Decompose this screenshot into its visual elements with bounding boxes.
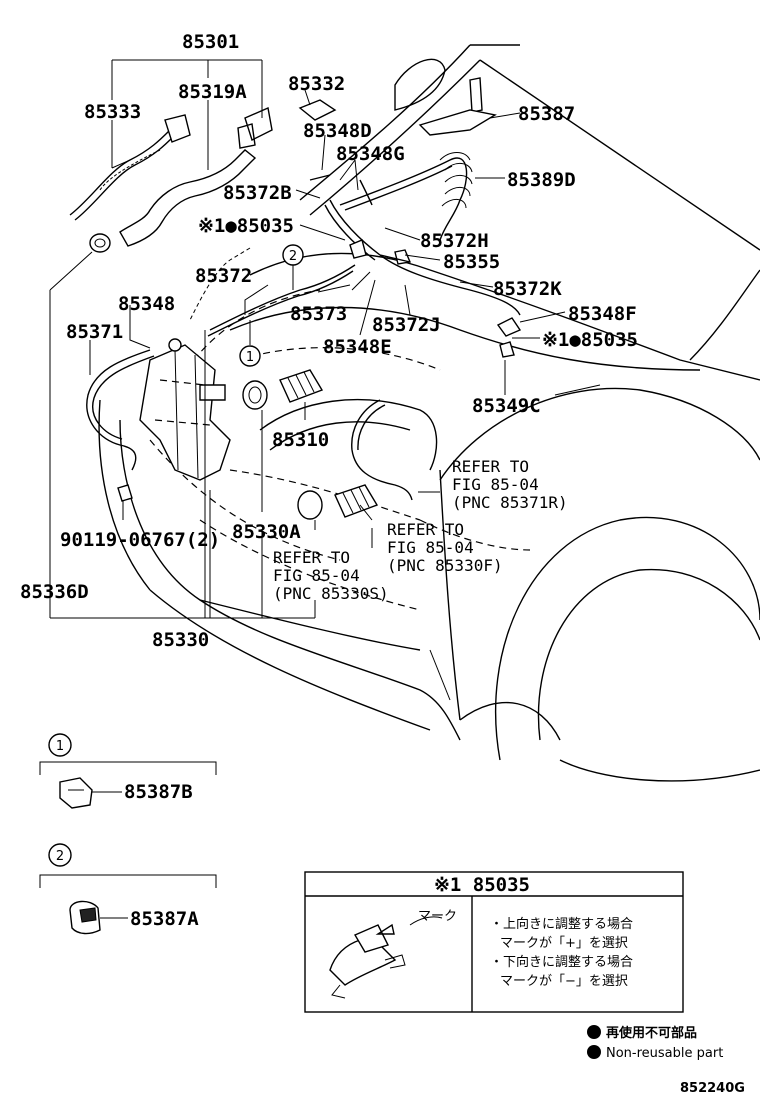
gasket-85332 [298, 99, 337, 121]
label-85372J: 85372J [372, 314, 441, 336]
label-90119-06767: 90119-06767(2) [60, 529, 220, 551]
label-85372K: 85372K [493, 278, 562, 300]
label-85348G: 85348G [336, 143, 405, 165]
svg-text:FIG 85-04: FIG 85-04 [452, 475, 539, 494]
leader-lines [49, 59, 601, 619]
label-85372B: 85372B [223, 182, 292, 204]
label-85372: 85372 [195, 265, 252, 287]
svg-text:FIG 85-04: FIG 85-04 [273, 566, 360, 585]
hose-85371R [351, 399, 413, 501]
label-85319A: 85319A [178, 81, 247, 103]
car-body-outline [98, 44, 760, 782]
hose-85371 [86, 349, 155, 471]
svg-text:REFER TO: REFER TO [452, 457, 529, 476]
label-85349C: 85349C [472, 395, 541, 417]
inset-header: ※1 85035 [434, 874, 530, 896]
svg-text:(PNC 85330F): (PNC 85330F) [387, 556, 503, 575]
label-85371: 85371 [66, 321, 123, 343]
legend-jp: 再使用不可部品 [606, 1025, 697, 1041]
svg-text:1: 1 [246, 350, 254, 365]
svg-text:2: 2 [56, 849, 64, 864]
label-85310: 85310 [272, 429, 329, 451]
reference-note-85371R: REFER TO FIG 85-04 (PNC 85371R) [452, 457, 568, 512]
label-85348F: 85348F [568, 303, 637, 325]
detail-1-85387B: 1 85387B [39, 733, 217, 809]
hose-85319A [119, 107, 273, 247]
label-85330A: 85330A [232, 521, 301, 543]
label-85035-upper: ※1●85035 [198, 215, 294, 237]
label-85387: 85387 [518, 103, 575, 125]
label-85348: 85348 [118, 293, 175, 315]
hose-85389D [339, 152, 473, 241]
figure-id: 852240G [680, 1081, 745, 1096]
part-labels: 85301 85333 85319A 85332 85387 85348D 85… [20, 31, 638, 651]
svg-text:(PNC 85371R): (PNC 85371R) [452, 493, 568, 512]
label-85387A: 85387A [130, 908, 199, 930]
bolt-90119 [117, 484, 133, 502]
svg-text:2: 2 [289, 249, 297, 264]
svg-text:REFER TO: REFER TO [273, 548, 350, 567]
inset-note-2a: ・下向きに調整する場合 [490, 954, 633, 970]
motor-85330F [297, 484, 379, 520]
svg-text:1: 1 [56, 739, 64, 754]
svg-text:FIG 85-04: FIG 85-04 [387, 538, 474, 557]
legend-en: Non-reusable part [606, 1046, 723, 1061]
label-85301: 85301 [182, 31, 239, 53]
reference-note-85330S: REFER TO FIG 85-04 (PNC 85330S) [273, 548, 389, 603]
label-85330: 85330 [152, 629, 209, 651]
inset-note-2b: マークが「−」を選択 [500, 974, 628, 989]
label-85348D: 85348D [303, 120, 372, 142]
label-85389D: 85389D [507, 169, 576, 191]
callout-2-marker: 2 [282, 244, 304, 266]
mark-label: マーク [418, 909, 457, 924]
grommet-85336D [89, 233, 111, 253]
detail-2-85387A: 2 85387A [39, 843, 217, 935]
washer-tank-drawing [139, 338, 231, 481]
label-85332: 85332 [288, 73, 345, 95]
reference-note-85330F: REFER TO FIG 85-04 (PNC 85330F) [387, 520, 503, 575]
legend: 再使用不可部品 Non-reusable part [587, 1025, 723, 1061]
hose-85372-series [207, 174, 522, 358]
non-reusable-dot-icon [587, 1045, 601, 1059]
label-85373: 85373 [290, 303, 347, 325]
inset-note-1b: マークが「+」を選択 [500, 936, 628, 951]
callout-1-marker: 1 [239, 345, 261, 367]
inset-85035-box: ※1 85035 マーク ・上向きに調整する場合 マークが「+」を選択 ・下向き… [304, 871, 684, 1013]
svg-text:REFER TO: REFER TO [387, 520, 464, 539]
inset-note-1a: ・上向きに調整する場合 [490, 916, 633, 932]
svg-text:(PNC 85330S): (PNC 85330S) [273, 584, 389, 603]
non-reusable-dot-icon [587, 1025, 601, 1039]
label-85035-lower: ※1●85035 [542, 329, 638, 351]
label-85387B: 85387B [124, 781, 193, 803]
label-85333: 85333 [84, 101, 141, 123]
hose-85333 [69, 114, 191, 221]
label-85372H: 85372H [420, 230, 489, 252]
motor-85310 [242, 369, 324, 410]
bracket-85387 [418, 77, 497, 136]
label-85336D: 85336D [20, 581, 89, 603]
label-85348E: 85348E [323, 336, 392, 358]
label-85355: 85355 [443, 251, 500, 273]
